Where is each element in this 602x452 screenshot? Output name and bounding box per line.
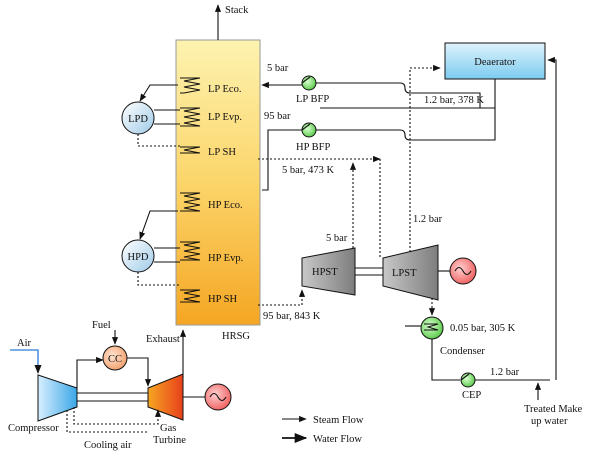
- lp-steam-turbine: LPST: [382, 244, 439, 301]
- fuel-label: Fuel: [92, 320, 111, 331]
- stack-label: Stack: [225, 5, 249, 16]
- condenser-condition: 0.05 bar, 305 K: [450, 323, 516, 334]
- condenser-label: Condenser: [440, 346, 485, 357]
- hrsg-unit: Stack HRSG LP Eco. LP Evp. LP SH HP Eco.…: [175, 4, 261, 342]
- hpst-label: HPST: [312, 267, 338, 278]
- hp-eco-to-hpd: [139, 210, 178, 240]
- lp-evp-coil: [180, 107, 201, 127]
- condenser: [420, 316, 444, 340]
- hpst-exhaust-pressure: 5 bar: [326, 233, 348, 244]
- lp-bfp: [301, 75, 317, 91]
- lpd-to-lp-sh: [137, 134, 180, 147]
- cep-label: CEP: [462, 390, 481, 401]
- lp-eco-label: LP Eco.: [208, 84, 241, 95]
- lp-evp-label: LP Evp.: [208, 112, 242, 123]
- hp-eco-coil: [180, 192, 201, 212]
- hp-evp-label: HP Evp.: [208, 253, 243, 264]
- hp-sh-label: HP SH: [208, 294, 237, 305]
- st-generator: [449, 257, 477, 285]
- legend-steam-label: Steam Flow: [313, 415, 364, 426]
- hp-drum: HPD: [121, 239, 155, 273]
- lp-bfp-label: LP BFP: [296, 94, 329, 105]
- gas-turbine-label-2: Turbine: [153, 435, 186, 446]
- lp-sh-label: LP SH: [208, 147, 236, 158]
- gt-generator: [204, 383, 232, 411]
- compressor: [37, 374, 78, 422]
- hp-evp-coil: [180, 241, 201, 261]
- condenser-to-cep: [431, 339, 460, 381]
- hp-bfp-to-hp-eco: [262, 129, 302, 191]
- lpst-extraction-pressure: 1.2 bar: [413, 214, 443, 225]
- hpd-to-hp-sh: [137, 272, 180, 286]
- hp-bfp: [301, 122, 317, 138]
- lp-drum: LPD: [121, 101, 155, 135]
- makeup-to-deaerator: [547, 56, 557, 380]
- air-label: Air: [17, 338, 32, 349]
- hp-bfp-pressure: 95 bar: [264, 111, 291, 122]
- gas-turbine-label-1: Gas: [160, 423, 176, 434]
- lp-bfp-pressure: 5 bar: [267, 63, 289, 74]
- deaerator-to-lp-bfp: [316, 82, 481, 108]
- cooling-air-label: Cooling air: [84, 440, 132, 451]
- lp-eco-to-lpd: [139, 84, 178, 102]
- hpd-label: HPD: [127, 252, 148, 263]
- hp-eco-label: HP Eco.: [208, 200, 243, 211]
- deaerator-outlet-condition: 1.2 bar, 378 K: [424, 95, 484, 106]
- hp-steam-turbine: HPST: [301, 247, 356, 296]
- cep-pump: [460, 372, 476, 388]
- hp-sh-to-hpst: [258, 289, 306, 306]
- compressor-to-cc: [76, 356, 104, 390]
- treated-water-label-2: up water: [531, 416, 568, 427]
- cc-label: CC: [108, 354, 122, 365]
- legend-water-label: Water Flow: [313, 434, 362, 445]
- deaerator: Deaerator: [444, 42, 546, 80]
- gas-turbine: [147, 373, 184, 421]
- hrsg-label: HRSG: [222, 331, 250, 342]
- hp-sh-coil: [180, 289, 201, 303]
- cooling-air-outer: [66, 410, 148, 433]
- treated-water-label-1: Treated Make: [524, 404, 583, 415]
- cooling-air-inner: [73, 407, 162, 425]
- hrsg-body: [175, 39, 261, 326]
- lpst-label: LPST: [392, 268, 417, 279]
- cc-to-gas-turbine: [127, 357, 152, 387]
- lp-eco-coil: [180, 77, 201, 94]
- compressor-label: Compressor: [8, 423, 59, 434]
- combustion-chamber: CC: [102, 345, 128, 371]
- lp-sh-outlet-condition: 5 bar, 473 K: [282, 165, 334, 176]
- lpst-extraction-to-deaerator: [409, 64, 441, 252]
- deaerator-to-hp-bfp: [316, 108, 496, 141]
- air-inlet: [10, 349, 42, 374]
- cep-outlet-condition: 1.2 bar: [490, 367, 520, 378]
- hp-sh-outlet-condition: 95 bar, 843 K: [263, 311, 321, 322]
- deaerator-label: Deaerator: [474, 57, 516, 68]
- exhaust-label: Exhaust: [146, 334, 180, 345]
- lp-sh-coil: [180, 146, 201, 154]
- hp-bfp-label: HP BFP: [296, 142, 331, 153]
- lpd-label: LPD: [128, 114, 148, 125]
- legend: Steam Flow Water Flow: [282, 415, 364, 445]
